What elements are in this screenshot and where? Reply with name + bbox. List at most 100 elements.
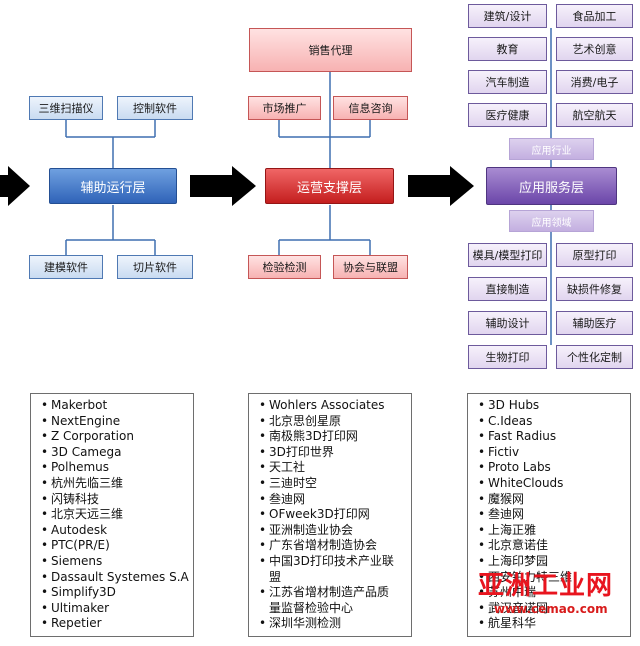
- industry-architecture-box: 建筑/设计: [468, 4, 547, 28]
- domain-label: 原型打印: [572, 249, 617, 262]
- industry-label: 消费/电子: [570, 76, 619, 89]
- industry-label: 食品加工: [572, 10, 617, 23]
- list-item: 3D Camega: [41, 445, 187, 461]
- watermark-brand: 亚洲工业网: [478, 571, 614, 601]
- domain-direct-box: 直接制造: [468, 277, 547, 301]
- list-item: 西安铂力特三维: [478, 570, 624, 586]
- list-item: 深圳华测检测: [259, 616, 405, 632]
- operation-layer-label: 运营支撑层: [296, 180, 362, 196]
- domain-bio-box: 生物打印: [468, 345, 547, 369]
- domain-label: 辅助设计: [485, 317, 530, 330]
- list-item: Dassault Systemes S.A: [41, 570, 189, 586]
- list-item: 三迪时空: [259, 476, 405, 492]
- list-item: 航星科华: [478, 616, 624, 632]
- list-item: Fast Radius: [478, 429, 624, 445]
- 3d-scanner-box: 三维扫描仪: [29, 96, 103, 120]
- list-item: 3D Hubs: [478, 398, 624, 414]
- arrow-2: [190, 166, 256, 206]
- industry-label: 医疗健康: [485, 109, 530, 122]
- domain-repair-box: 缺损件修复: [556, 277, 633, 301]
- application-company-list: 3D HubsC.IdeasFast RadiusFictivProto Lab…: [467, 393, 631, 637]
- watermark-logo: 亚洲工业网 www.cemao.com: [478, 570, 638, 616]
- consulting-label: 信息咨询: [348, 102, 393, 115]
- list-item: Fictiv: [478, 445, 624, 461]
- list-item: 叁迪网: [259, 492, 405, 508]
- domain-label: 辅助医疗: [572, 317, 617, 330]
- association-label: 协会与联盟: [343, 261, 398, 274]
- list-item: Makerbot: [41, 398, 187, 414]
- list-item: Wohlers Associates: [259, 398, 405, 414]
- list-item: 南极熊3D打印网: [259, 429, 405, 445]
- industry-art-box: 艺术创意: [556, 37, 633, 61]
- list-item: WhiteClouds: [478, 476, 624, 492]
- inspection-label: 检验检测: [262, 261, 307, 274]
- domain-label: 生物打印: [485, 351, 530, 364]
- modeling-software-label: 建模软件: [44, 261, 88, 274]
- list-item: Polhemus: [41, 460, 187, 476]
- industry-tag-label: 应用行业: [531, 145, 572, 157]
- list-item: 北京思创星原: [259, 414, 405, 430]
- control-software-label: 控制软件: [133, 102, 177, 115]
- list-item: C.Ideas: [478, 414, 624, 430]
- list-item: 亚洲制造业协会: [259, 523, 405, 539]
- industry-label: 汽车制造: [485, 76, 530, 89]
- list-item: PTC(PR/E): [41, 538, 187, 554]
- industry-education-box: 教育: [468, 37, 547, 61]
- list-item: Siemens: [41, 554, 187, 570]
- auxiliary-company-list: MakerbotNextEngineZ Corporation3D Camega…: [30, 393, 194, 637]
- domain-prototype-box: 原型打印: [556, 243, 633, 267]
- application-layer-label: 应用服务层: [518, 180, 584, 196]
- domain-label: 模具/模型打印: [472, 249, 543, 262]
- sales-agent-box: 销售代理: [249, 28, 412, 72]
- industry-food-box: 食品加工: [556, 4, 633, 28]
- domain-label: 个性化定制: [567, 351, 622, 364]
- industry-label: 教育: [496, 43, 519, 56]
- list-item: NextEngine: [41, 414, 187, 430]
- industry-label: 艺术创意: [572, 43, 617, 56]
- list-item: 叁迪网: [478, 507, 624, 523]
- list-item: Autodesk: [41, 523, 187, 539]
- list-item: 3D打印世界: [259, 445, 405, 461]
- industry-consumer-box: 消费/电子: [556, 70, 633, 94]
- list-item: 天工社: [259, 460, 405, 476]
- list-item: 苏州中瑞: [478, 585, 624, 601]
- domain-design-box: 辅助设计: [468, 311, 547, 335]
- watermark-url: www.cemao.com: [494, 602, 608, 616]
- arrow-3: [408, 166, 474, 206]
- list-item: 北京意诺佳: [478, 538, 624, 554]
- industry-label: 航空航天: [572, 109, 617, 122]
- domain-mold-box: 模具/模型打印: [468, 243, 547, 267]
- list-item: Ultimaker: [41, 601, 187, 617]
- list-item: Z Corporation: [41, 429, 187, 445]
- domain-tag-label: 应用领域: [531, 217, 572, 229]
- list-item: 中国3D打印技术产业联: [259, 554, 405, 570]
- list-item: 盟: [269, 569, 282, 584]
- operation-company-list: Wohlers Associates北京思创星原南极熊3D打印网3D打印世界天工…: [248, 393, 412, 637]
- list-item: 杭州先临三维: [41, 476, 187, 492]
- industry-aerospace-box: 航空航天: [556, 103, 633, 127]
- marketing-box: 市场推广: [248, 96, 321, 120]
- operation-layer-box: 运营支撑层: [265, 168, 394, 204]
- domain-medical-box: 辅助医疗: [556, 311, 633, 335]
- control-software-box: 控制软件: [117, 96, 193, 120]
- list-item: 魔猴网: [478, 492, 624, 508]
- industry-label: 建筑/设计: [483, 10, 532, 23]
- consulting-box: 信息咨询: [333, 96, 408, 120]
- list-item: 上海印梦园: [478, 554, 624, 570]
- auxiliary-layer-label: 辅助运行层: [80, 180, 146, 196]
- list-item: 上海正雅: [478, 523, 624, 539]
- arrow-1: [0, 166, 30, 206]
- marketing-label: 市场推广: [262, 102, 307, 115]
- sales-agent-label: 销售代理: [308, 44, 353, 57]
- list-item: Proto Labs: [478, 460, 624, 476]
- association-box: 协会与联盟: [333, 255, 408, 279]
- domain-tag: 应用领域: [509, 210, 594, 232]
- inspection-box: 检验检测: [248, 255, 321, 279]
- flow-arrows: [0, 166, 474, 206]
- industry-tag: 应用行业: [509, 138, 594, 160]
- slicing-software-label: 切片软件: [133, 261, 177, 274]
- list-item: Repetier: [41, 616, 187, 632]
- domain-label: 直接制造: [485, 283, 530, 296]
- application-layer-box: 应用服务层: [486, 167, 617, 205]
